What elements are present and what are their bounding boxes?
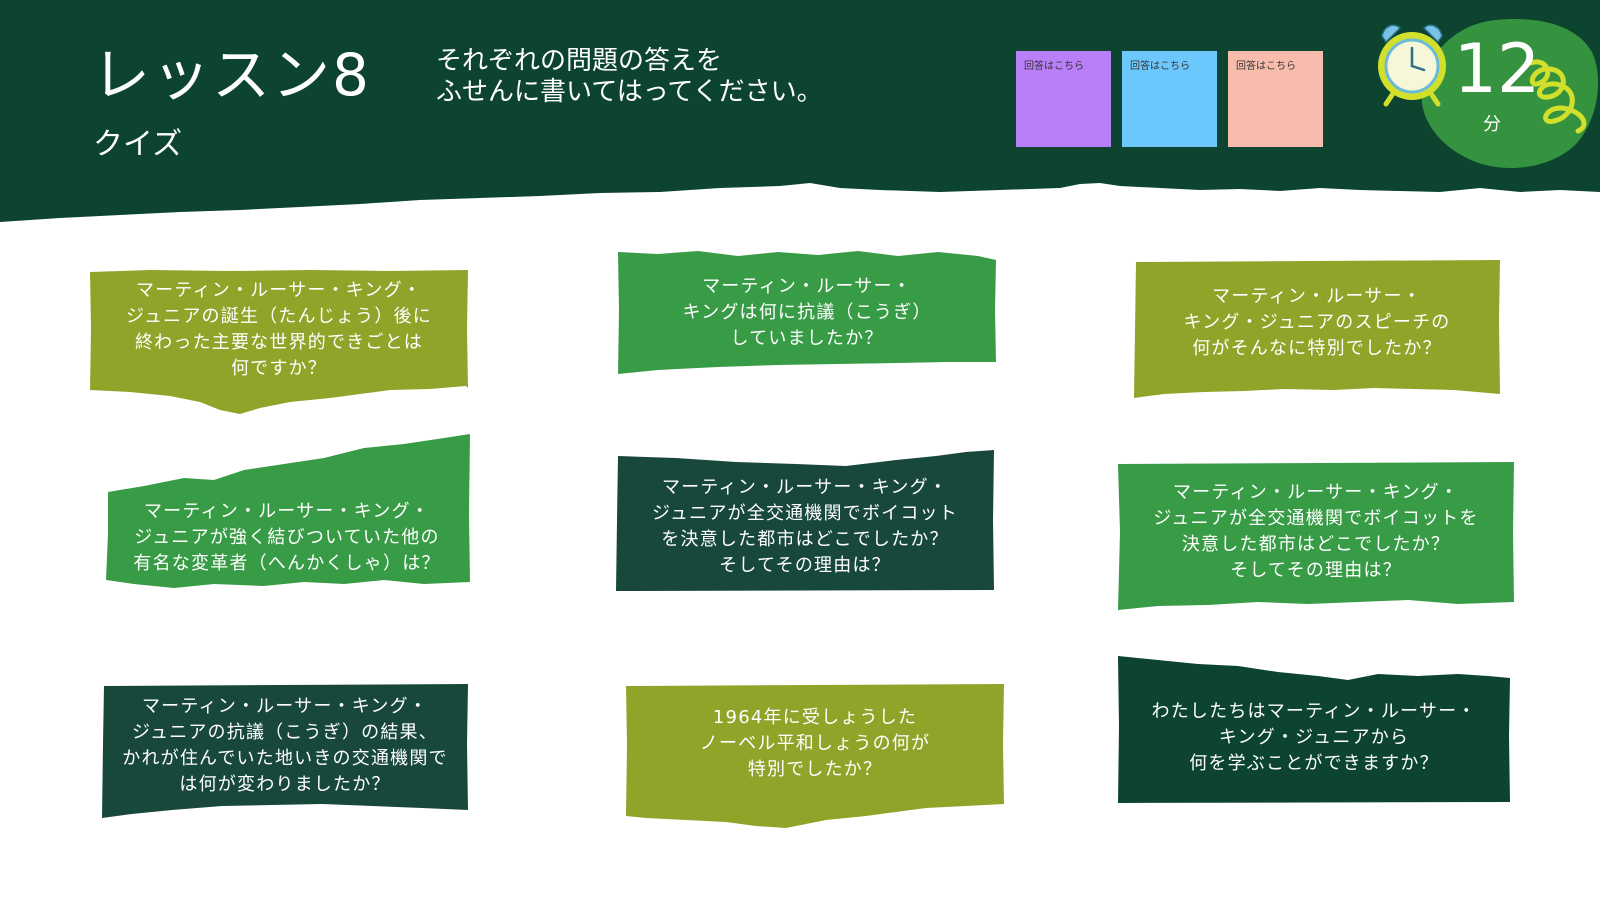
sticky-note-blue[interactable]: 回答はこちら — [1122, 51, 1217, 147]
card-text-wrap: マーティン・ルーサー・キング・ ジュニアの抗議（こうぎ）の結果、 かれが住んでい… — [102, 684, 468, 808]
question-text: 1964年に受しょうした ノーベル平和しょうの何が 特別でしたか？ — [699, 707, 931, 780]
card-shape — [626, 684, 1004, 828]
question-text: マーティン・ルーサー・キング・ ジュニアの誕生（たんじょう）後に 終わった主要な… — [126, 280, 432, 379]
card-text-wrap: マーティン・ルーサー・キング・ ジュニアの誕生（たんじょう）後に 終わった主要な… — [90, 268, 468, 392]
instruction-text: それぞれの問題の答えを ふせんに書いてはってください。 — [436, 46, 823, 108]
question-card-8: 1964年に受しょうした ノーベル平和しょうの何が 特別でしたか？ — [626, 684, 1004, 830]
card-text-wrap: マーティン・ルーサー・キング・ ジュニアが全交通機関でボイコットを 決意した都市… — [1118, 462, 1514, 602]
squiggle-decoration-icon — [1527, 59, 1587, 134]
question-card-2: マーティン・ルーサー・ キングは何に抗議（こうぎ） していましたか？ — [618, 250, 996, 376]
question-text: マーティン・ルーサー・キング・ ジュニアが強く結びついていた他の 有名な変革者（… — [133, 501, 441, 574]
card-shape — [1134, 260, 1500, 398]
lesson-title: レッスン8 — [92, 41, 371, 109]
card-text-wrap: 1964年に受しょうした ノーベル平和しょうの何が 特別でしたか？ — [626, 684, 1004, 804]
timer-minutes: 12 — [1453, 30, 1541, 109]
sticky-note-salmon[interactable]: 回答はこちら — [1228, 51, 1323, 147]
sticky-note-label: 回答はこちら — [1130, 61, 1190, 72]
card-shape — [618, 251, 996, 374]
question-card-5: マーティン・ルーサー・キング・ ジュニアが全交通機関でボイコット を決意した都市… — [616, 450, 994, 592]
question-card-6: マーティン・ルーサー・キング・ ジュニアが全交通機関でボイコットを 決意した都市… — [1118, 462, 1514, 610]
question-card-4: マーティン・ルーサー・キング・ ジュニアが強く結びついていた他の 有名な変革者（… — [104, 434, 470, 594]
sticky-note-label: 回答はこちら — [1236, 61, 1296, 72]
question-text: マーティン・ルーサー・ キング・ジュニアのスピーチの 何がそんなに特別でしたか？ — [1183, 286, 1451, 359]
card-shape — [616, 450, 994, 591]
card-text-wrap: マーティン・ルーサー・ キング・ジュニアのスピーチの 何がそんなに特別でしたか？ — [1134, 260, 1500, 386]
question-card-3: マーティン・ルーサー・ キング・ジュニアのスピーチの 何がそんなに特別でしたか？ — [1134, 260, 1500, 398]
question-card-7: マーティン・ルーサー・キング・ ジュニアの抗議（こうぎ）の結果、 かれが住んでい… — [102, 684, 468, 818]
question-text: マーティン・ルーサー・キング・ ジュニアが全交通機関でボイコットを 決意した都市… — [1153, 482, 1479, 581]
card-shape — [1118, 462, 1514, 610]
question-card-1: マーティン・ルーサー・キング・ ジュニアの誕生（たんじょう）後に 終わった主要な… — [90, 268, 468, 416]
question-text: マーティン・ルーサー・キング・ ジュニアが全交通機関でボイコット を決意した都市… — [652, 477, 958, 576]
alarm-clock-icon — [1378, 24, 1446, 107]
question-text: わたしたちはマーティン・ルーサー・ キング・ジュニアから 何を学ぶことができます… — [1151, 701, 1477, 774]
card-text-wrap: わたしたちはマーティン・ルーサー・ キング・ジュニアから 何を学ぶことができます… — [1118, 672, 1510, 804]
question-card-9: わたしたちはマーティン・ルーサー・ キング・ジュニアから 何を学ぶことができます… — [1118, 656, 1510, 804]
sticky-note-purple[interactable]: 回答はこちら — [1016, 51, 1111, 147]
header-shape — [0, 0, 1600, 222]
card-shape — [1118, 656, 1510, 803]
timer-unit: 分 — [1483, 114, 1501, 135]
sticky-note-label: 回答はこちら — [1024, 61, 1084, 72]
question-text: マーティン・ルーサー・ キングは何に抗議（こうぎ） していましたか？ — [682, 276, 932, 349]
question-text: マーティン・ルーサー・キング・ ジュニアの抗議（こうぎ）の結果、 かれが住んでい… — [122, 696, 448, 795]
card-text-wrap: マーティン・ルーサー・キング・ ジュニアが強く結びついていた他の 有名な変革者（… — [104, 488, 470, 588]
instruction-lines: それぞれの問題の答えを ふせんに書いてはってください。 — [436, 46, 823, 107]
card-text-wrap: マーティン・ルーサー・キング・ ジュニアが全交通機関でボイコット を決意した都市… — [616, 462, 994, 592]
card-shape — [106, 434, 470, 588]
card-text-wrap: マーティン・ルーサー・ キングは何に抗議（こうぎ） していましたか？ — [618, 250, 996, 376]
timer-blob — [1421, 19, 1599, 168]
header-background — [0, 0, 1600, 222]
lesson-subtitle: クイズ — [93, 127, 183, 162]
card-shape — [102, 684, 468, 818]
card-shape — [90, 270, 468, 414]
